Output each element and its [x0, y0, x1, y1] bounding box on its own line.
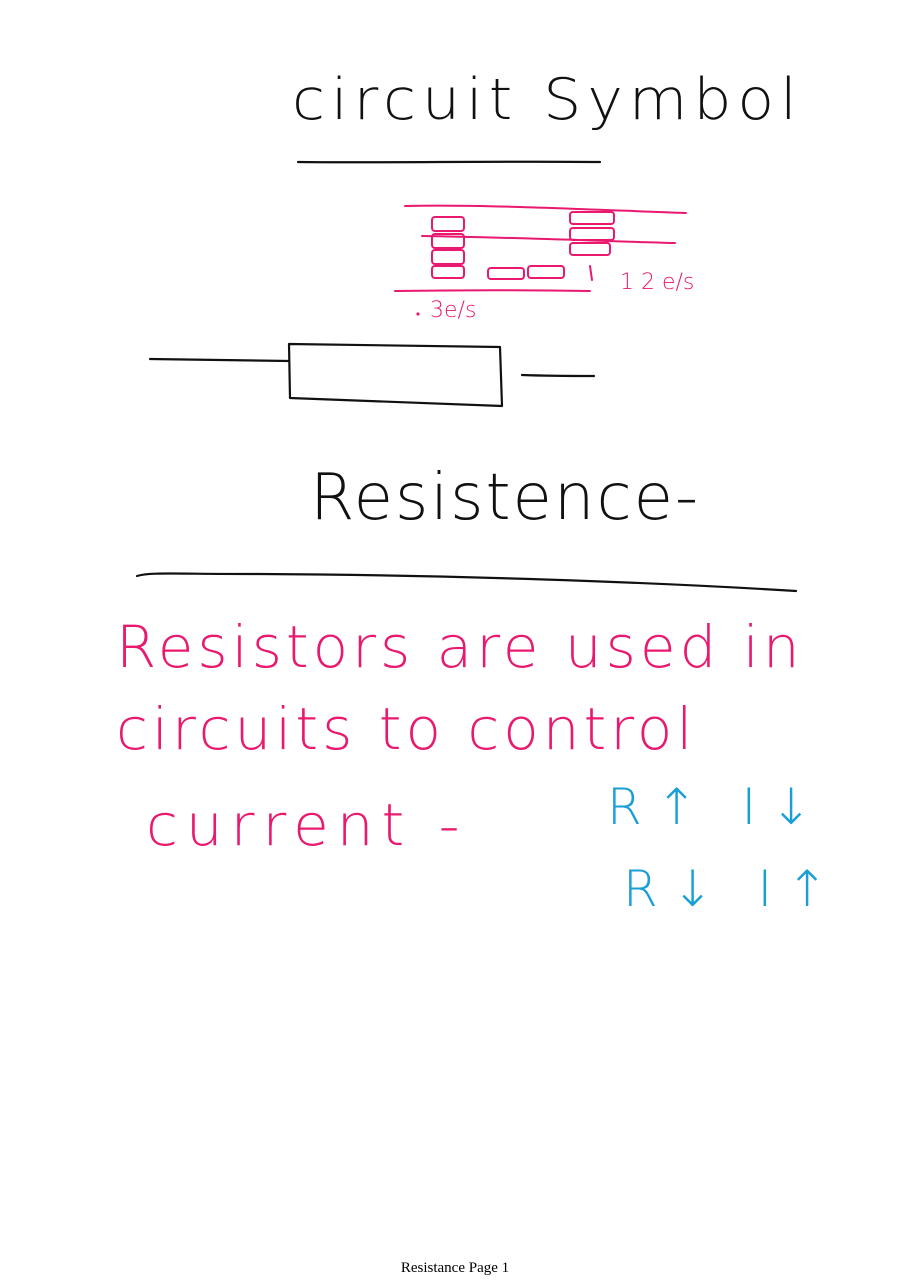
- heading-circuit-symbol: circuit Symbol: [292, 66, 803, 134]
- note-line-3: current -: [146, 791, 468, 859]
- symbol-annotation-right: 1 2 e/s: [620, 270, 695, 295]
- resistor-right-lead: [520, 373, 596, 378]
- heading-underline-2: [135, 572, 798, 593]
- heading-resistance: Resistence-: [310, 461, 701, 535]
- pink-sketch: [394, 204, 687, 316]
- relationship-line-2: R↓ I↑: [623, 860, 843, 918]
- note-line-1: Resistors are used in: [116, 613, 804, 681]
- symbol-annotation-left: 3e/s: [430, 298, 477, 323]
- heading-underline-1: [296, 160, 602, 164]
- resistor-symbol: [148, 342, 596, 408]
- resistor-left-lead: [148, 357, 291, 363]
- resistor-body: [287, 342, 504, 408]
- relationship-line-1: R↑ I↓: [607, 778, 827, 836]
- page-footer: Resistance Page 1: [400, 1260, 510, 1276]
- note-line-2: circuits to control: [116, 695, 697, 763]
